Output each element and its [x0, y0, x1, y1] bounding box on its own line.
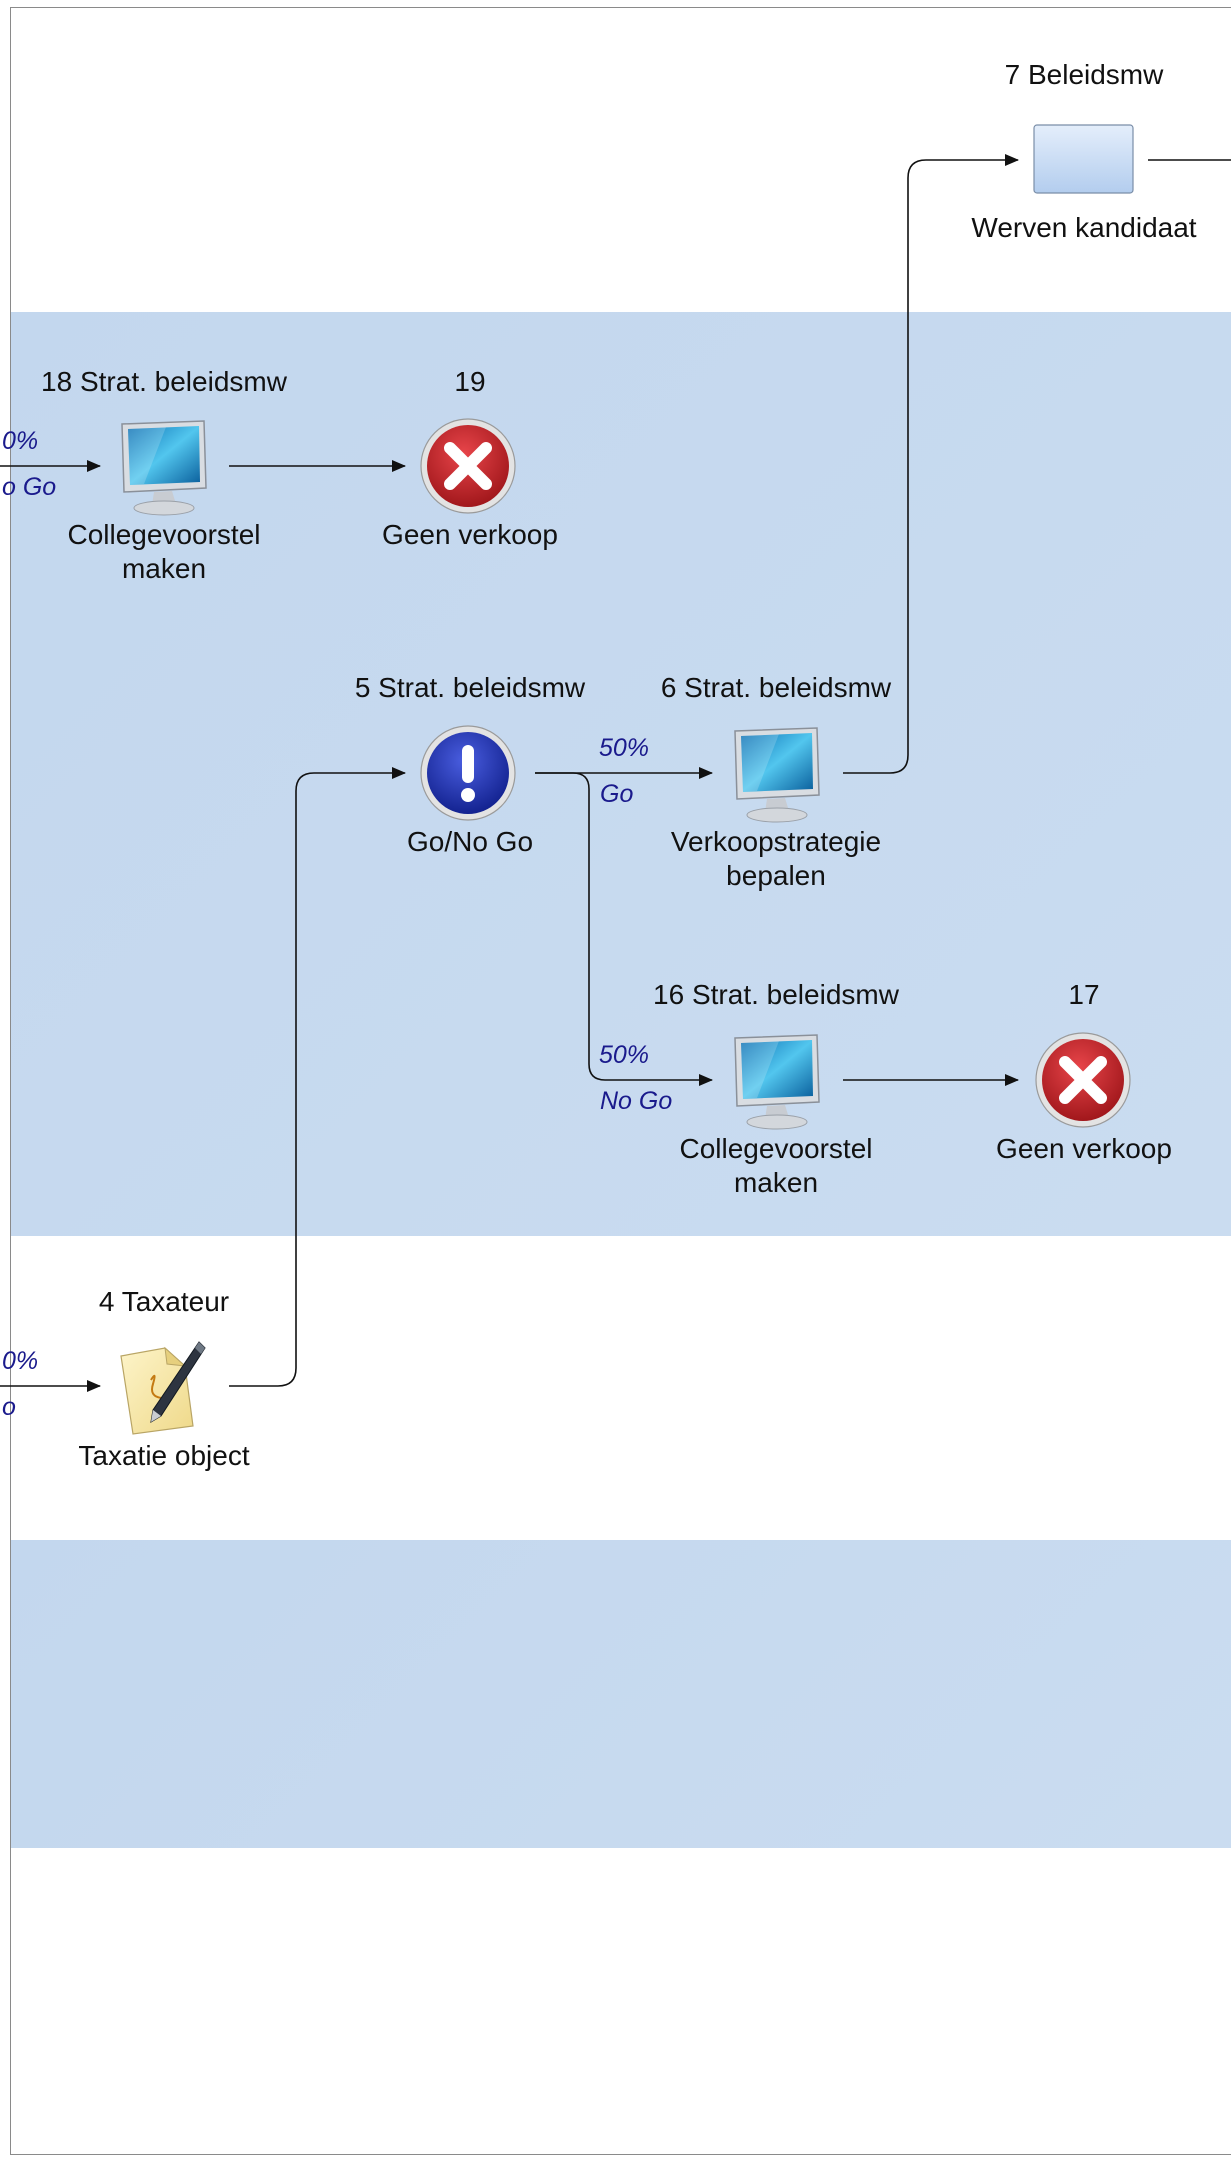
node-7-header: 7 Beleidsmw	[1004, 59, 1164, 90]
edge-5-16-label: No Go	[600, 1087, 673, 1115]
node-5-name: Go/No Go	[406, 826, 534, 857]
node-18-header: 18 Strat. beleidsmw	[41, 366, 287, 397]
edge-into-18-percent: 0%	[2, 427, 39, 455]
edge-6-to-7	[843, 154, 1019, 774]
node-16-header: 16 Strat. beleidsmw	[653, 979, 899, 1010]
task-rectangle-icon[interactable]	[1033, 124, 1134, 194]
red-x-end-icon[interactable]	[1033, 1030, 1133, 1130]
swimlane-3	[11, 1236, 1231, 1540]
computer-monitor-icon[interactable]	[727, 725, 827, 825]
node-7-name: Werven kandidaat	[971, 212, 1197, 243]
red-x-end-icon[interactable]	[418, 416, 518, 516]
node-19-name: Geen verkoop	[382, 519, 558, 550]
node-4-name: Taxatie object	[78, 1440, 250, 1471]
diagram-frame	[10, 7, 1231, 2155]
edge-4-to-5	[229, 767, 406, 1387]
node-6-name-line2: bepalen	[726, 860, 826, 891]
node-6-name-line1: Verkoopstrategie	[670, 826, 882, 857]
node-17-header: 17	[1068, 979, 1100, 1010]
node-6-header: 6 Strat. beleidsmw	[660, 672, 892, 703]
edge-5-16-percent: 50%	[599, 1041, 650, 1069]
edge-into-4-label: o	[2, 1393, 16, 1421]
node-18-name-line1: Collegevoorstel	[67, 519, 261, 550]
swimlane-1	[11, 8, 1231, 312]
edge-5-6-label: Go	[600, 780, 634, 808]
computer-monitor-icon[interactable]	[114, 418, 214, 518]
node-17-name: Geen verkoop	[996, 1133, 1172, 1164]
computer-monitor-icon[interactable]	[727, 1032, 827, 1132]
swimlane-2	[11, 312, 1231, 1236]
node-18-name-line2: maken	[121, 553, 207, 584]
node-16-name-line1: Collegevoorstel	[679, 1133, 873, 1164]
node-19-header: 19	[454, 366, 486, 397]
edge-5-to-16	[535, 772, 713, 1086]
edge-into-4-percent: 0%	[2, 1347, 39, 1375]
node-16-name-line2: maken	[733, 1167, 819, 1198]
node-5-header: 5 Strat. beleidsmw	[354, 672, 586, 703]
exclamation-decision-icon[interactable]	[418, 723, 518, 823]
swimlane-5	[11, 1848, 1231, 2153]
document-pen-icon[interactable]	[113, 1338, 213, 1438]
node-4-header: 4 Taxateur	[98, 1286, 230, 1317]
edge-into-18-label: o Go	[2, 473, 57, 501]
swimlane-4	[11, 1540, 1231, 1848]
edge-5-6-percent: 50%	[599, 734, 650, 762]
